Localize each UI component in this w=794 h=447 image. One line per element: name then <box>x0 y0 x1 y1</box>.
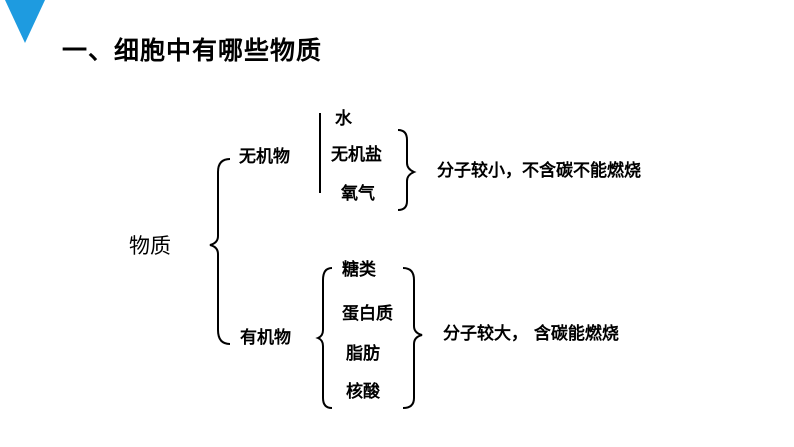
organic-note: 分子较大， 含碳能燃烧 <box>443 324 619 344</box>
inorganic-item: 氧气 <box>341 184 375 204</box>
down-triangle-icon <box>5 0 45 43</box>
inorganic-label: 无机物 <box>239 147 290 167</box>
page-title: 一、细胞中有哪些物质 <box>62 36 323 65</box>
inorganic-item: 水 <box>335 109 352 129</box>
organic-item: 蛋白质 <box>342 304 393 324</box>
organic-right-brace <box>402 267 423 409</box>
inorganic-note: 分子较小，不含碳不能燃烧 <box>437 161 641 181</box>
root-label: 物质 <box>129 234 171 258</box>
inorganic-right-brace <box>397 129 417 211</box>
organic-item: 糖类 <box>342 260 376 280</box>
inorganic-item: 无机盐 <box>331 145 382 165</box>
organic-left-brace <box>315 267 333 409</box>
root-brace <box>209 158 231 345</box>
organic-item: 核酸 <box>346 382 380 402</box>
organic-label: 有机物 <box>240 328 291 348</box>
organic-item: 脂肪 <box>346 344 380 364</box>
